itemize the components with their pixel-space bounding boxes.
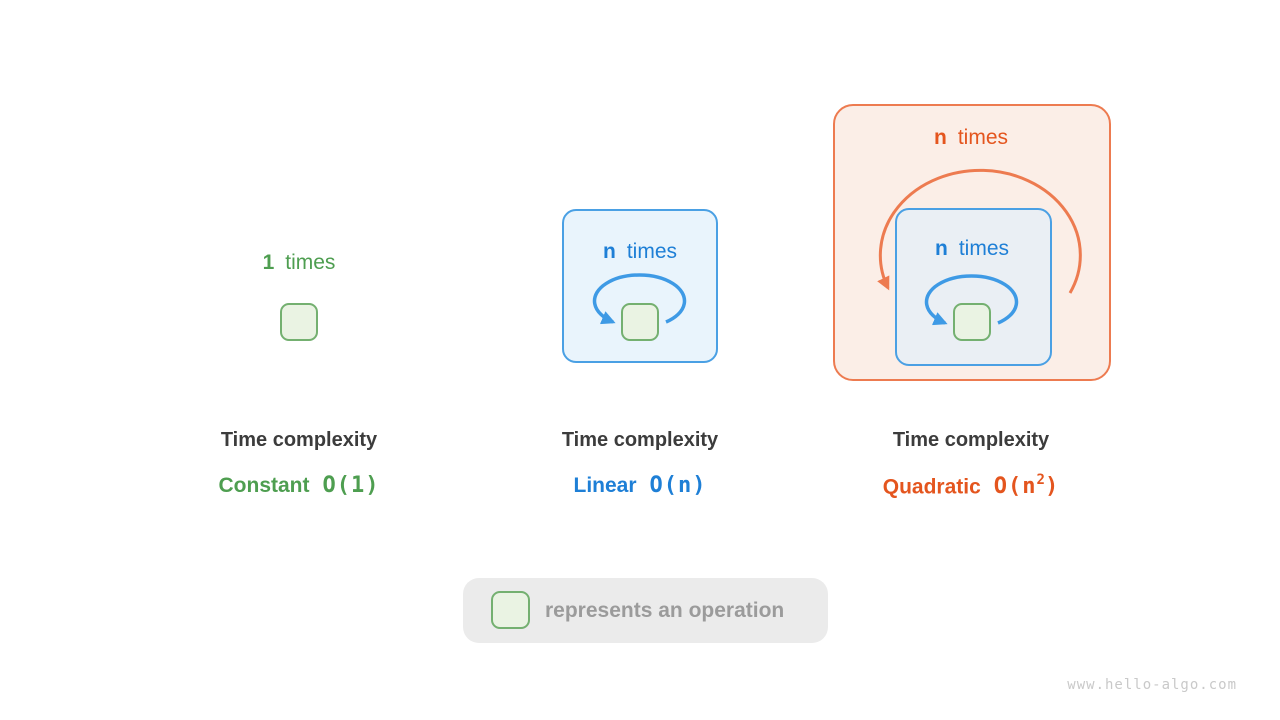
constant-big-o: O(1) bbox=[322, 473, 380, 498]
quadratic-big-o-post: ) bbox=[1044, 474, 1060, 500]
constant-complexity-name: Constant bbox=[218, 474, 310, 497]
quadratic-big-o-exponent: 2 bbox=[1036, 472, 1045, 488]
quadratic-big-o-pre: O(n bbox=[993, 474, 1037, 500]
quadratic-caption: Time complexity bbox=[892, 429, 1050, 451]
linear-complexity-name: Linear bbox=[573, 474, 637, 497]
legend-text: represents an operation bbox=[545, 599, 785, 622]
linear-loop-word: times bbox=[626, 240, 678, 263]
quadratic-complexity-label: Quadratic O(n2) bbox=[882, 472, 1060, 500]
quadratic-inner-loop-word: times bbox=[958, 237, 1010, 260]
constant-loop-label: 1 times bbox=[263, 252, 336, 273]
quadratic-outer-loop-word: times bbox=[957, 126, 1009, 149]
linear-complexity-label: Linear O(n) bbox=[573, 473, 706, 498]
constant-loop-count: 1 bbox=[262, 251, 275, 274]
quadratic-outer-loop-count: n bbox=[933, 126, 947, 149]
legend-operation-box bbox=[491, 591, 530, 629]
linear-operation-box bbox=[621, 303, 659, 341]
constant-caption: Time complexity bbox=[220, 429, 378, 451]
constant-complexity-label: Constant O(1) bbox=[219, 473, 380, 498]
linear-big-o: O(n) bbox=[649, 473, 707, 498]
legend: represents an operation bbox=[463, 578, 828, 643]
quadratic-inner-loop-frame bbox=[895, 208, 1052, 366]
constant-operation-box bbox=[280, 303, 318, 341]
constant-loop-word: times bbox=[285, 251, 336, 274]
quadratic-big-o: O(n2) bbox=[993, 472, 1060, 500]
linear-caption: Time complexity bbox=[561, 429, 719, 451]
linear-loop-count: n bbox=[602, 240, 616, 263]
watermark: www.hello-algo.com bbox=[1067, 677, 1237, 693]
quadratic-complexity-name: Quadratic bbox=[882, 475, 981, 499]
quadratic-inner-loop-count: n bbox=[934, 237, 948, 260]
quadratic-operation-box bbox=[953, 303, 991, 341]
